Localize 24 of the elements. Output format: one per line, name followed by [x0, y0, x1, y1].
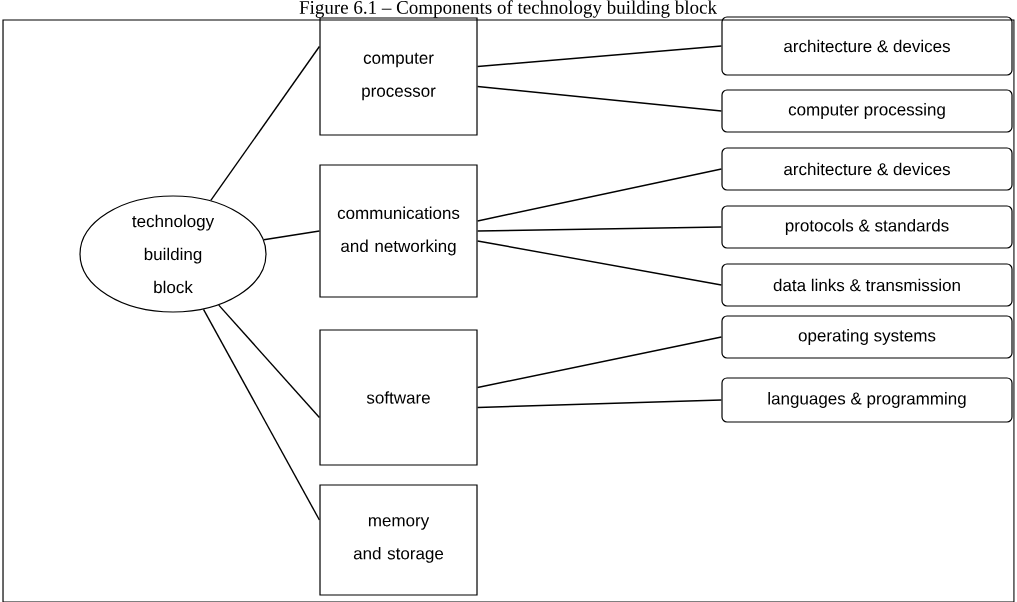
connector-line: [476, 226, 723, 232]
connector-line: [476, 45, 723, 68]
connector-line: [263, 230, 321, 241]
connector-line: [476, 399, 723, 409]
process-box: communications and networking: [319, 164, 478, 298]
rounded-box: protocols & standards: [721, 205, 1013, 249]
connector-line: [476, 168, 723, 222]
ellipse-node: technology building block: [79, 195, 267, 313]
rounded-box: data links & transmission: [721, 263, 1013, 307]
connector-line: [476, 85, 723, 112]
rounded-box: operating systems: [721, 315, 1013, 359]
connector-line: [218, 304, 321, 419]
connector-line: [476, 336, 723, 389]
rounded-box: languages & programming: [721, 377, 1013, 423]
rounded-box: architecture & devices: [721, 16, 1013, 76]
figure-title: Figure 6.1 – Components of technology building block: [298, 0, 718, 19]
process-box: computer processor: [319, 17, 478, 136]
process-box: software: [319, 329, 478, 466]
rounded-box: architecture & devices: [721, 147, 1013, 191]
connector-line: [202, 308, 321, 521]
rounded-box: computer processing: [721, 89, 1013, 133]
connector-line: [476, 240, 723, 286]
process-box: memory and storage: [319, 484, 478, 596]
connector-line: [210, 45, 321, 202]
